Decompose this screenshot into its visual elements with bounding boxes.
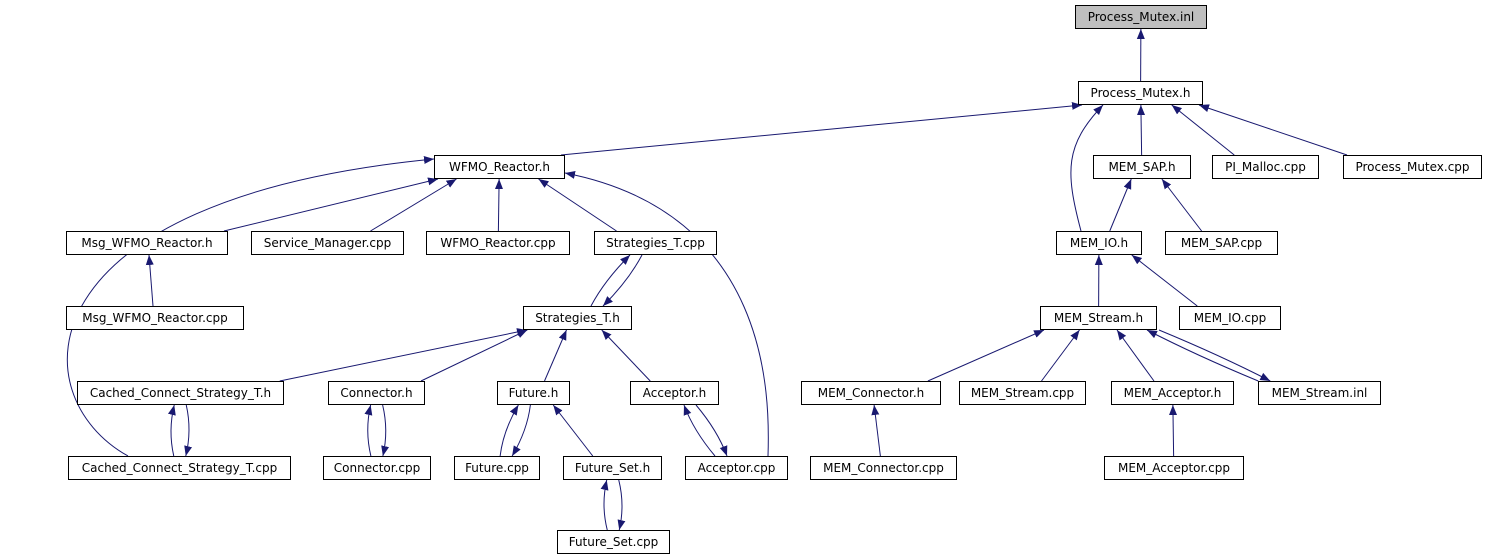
edge-n27-to-n18 [552, 404, 594, 457]
node-future-h[interactable]: Future.h [497, 381, 570, 405]
node-mem-stream-cpp[interactable]: MEM_Stream.cpp [959, 381, 1086, 405]
edge-n10-to-n1 [1070, 104, 1104, 232]
edge-n28-to-n19 [683, 404, 716, 457]
node-mem-acceptor-cpp[interactable]: MEM_Acceptor.cpp [1104, 456, 1244, 480]
edge-n26-to-n18 [499, 404, 519, 457]
node-connector-cpp[interactable]: Connector.cpp [323, 456, 431, 480]
edge-n28-to-n2 [564, 170, 769, 457]
edge-n8-to-n2 [494, 178, 503, 232]
node-mem-acceptor-h[interactable]: MEM_Acceptor.h [1111, 381, 1234, 405]
node-mem-connector-cpp[interactable]: MEM_Connector.cpp [810, 456, 957, 480]
edge-n16-to-n13 [279, 328, 528, 382]
node-mem-sap-cpp[interactable]: MEM_SAP.cpp [1165, 231, 1278, 255]
edge-n9-to-n13 [602, 254, 643, 307]
edge-n5-to-n1 [1198, 104, 1348, 156]
edge-n15-to-n10 [1131, 254, 1198, 307]
edge-n30-to-n22 [1169, 404, 1178, 457]
node-process-mutex-h[interactable]: Process_Mutex.h [1078, 81, 1203, 105]
node-mem-stream-inl[interactable]: MEM_Stream.inl [1258, 381, 1381, 405]
node-acceptor-h[interactable]: Acceptor.h [630, 381, 719, 405]
node-cached-connect-strategy-t-cpp[interactable]: Cached_Connect_Strategy_T.cpp [68, 456, 291, 480]
edge-n19-to-n28 [695, 404, 728, 457]
edge-n6-to-n2 [223, 177, 439, 232]
node-strategies-t-cpp[interactable]: Strategies_T.cpp [594, 231, 717, 255]
node-future-set-h[interactable]: Future_Set.h [563, 456, 662, 480]
edge-n17-to-n25 [381, 404, 390, 457]
edge-n4-to-n1 [1171, 104, 1235, 156]
edge-n25-to-n17 [364, 404, 373, 457]
node-msg-wfmo-reactor-cpp[interactable]: Msg_WFMO_Reactor.cpp [66, 306, 244, 330]
node-cached-connect-strategy-t-h[interactable]: Cached_Connect_Strategy_T.h [77, 381, 284, 405]
node-future-cpp[interactable]: Future.cpp [454, 456, 540, 480]
node-mem-sap-h[interactable]: MEM_SAP.h [1093, 155, 1191, 179]
edge-n24-to-n16 [167, 404, 176, 457]
node-connector-h[interactable]: Connector.h [328, 381, 425, 405]
node-mem-connector-h[interactable]: MEM_Connector.h [801, 381, 941, 405]
edge-n27-to-n31 [617, 479, 626, 531]
edge-n16-to-n24 [184, 404, 193, 457]
node-wfmo-reactor-cpp[interactable]: WFMO_Reactor.cpp [426, 231, 570, 255]
edge-n12-to-n6 [145, 254, 154, 307]
node-process-mutex-cpp[interactable]: Process_Mutex.cpp [1343, 155, 1482, 179]
edge-n31-to-n27 [600, 479, 609, 531]
node-future-set-cpp[interactable]: Future_Set.cpp [557, 530, 670, 554]
edge-n23-to-n14 [1146, 329, 1259, 382]
edge-n13-to-n9 [590, 254, 631, 307]
edge-n14-to-n23 [1158, 329, 1271, 382]
edge-n10-to-n3 [1109, 178, 1132, 232]
edge-n22-to-n14 [1116, 329, 1155, 382]
edge-n2-to-n1 [560, 101, 1083, 156]
node-mem-io-cpp[interactable]: MEM_IO.cpp [1179, 306, 1281, 330]
edge-n24-to-n2 [66, 155, 435, 457]
edge-n7-to-n2 [370, 178, 457, 232]
edge-n11-to-n3 [1161, 178, 1203, 232]
node-service-manager-cpp[interactable]: Service_Manager.cpp [251, 231, 404, 255]
edge-n19-to-n13 [601, 329, 651, 382]
edge-n21-to-n14 [1041, 329, 1080, 382]
node-process-mutex-inl: Process_Mutex.inl [1075, 5, 1207, 29]
edge-n18-to-n26 [511, 404, 531, 457]
edge-n9-to-n2 [538, 178, 617, 232]
edge-n29-to-n20 [871, 404, 881, 457]
edge-n17-to-n13 [420, 329, 528, 382]
node-mem-stream-h[interactable]: MEM_Stream.h [1040, 306, 1157, 330]
node-acceptor-cpp[interactable]: Acceptor.cpp [685, 456, 788, 480]
edge-n3-to-n1 [1137, 104, 1146, 156]
edge-n18-to-n13 [544, 329, 567, 382]
edge-n20-to-n14 [927, 329, 1045, 382]
node-mem-io-h[interactable]: MEM_IO.h [1056, 231, 1142, 255]
node-strategies-t-h[interactable]: Strategies_T.h [523, 306, 632, 330]
node-wfmo-reactor-h[interactable]: WFMO_Reactor.h [434, 155, 565, 179]
node-msg-wfmo-reactor-h[interactable]: Msg_WFMO_Reactor.h [66, 231, 228, 255]
node-pi-malloc-cpp[interactable]: PI_Malloc.cpp [1212, 155, 1319, 179]
